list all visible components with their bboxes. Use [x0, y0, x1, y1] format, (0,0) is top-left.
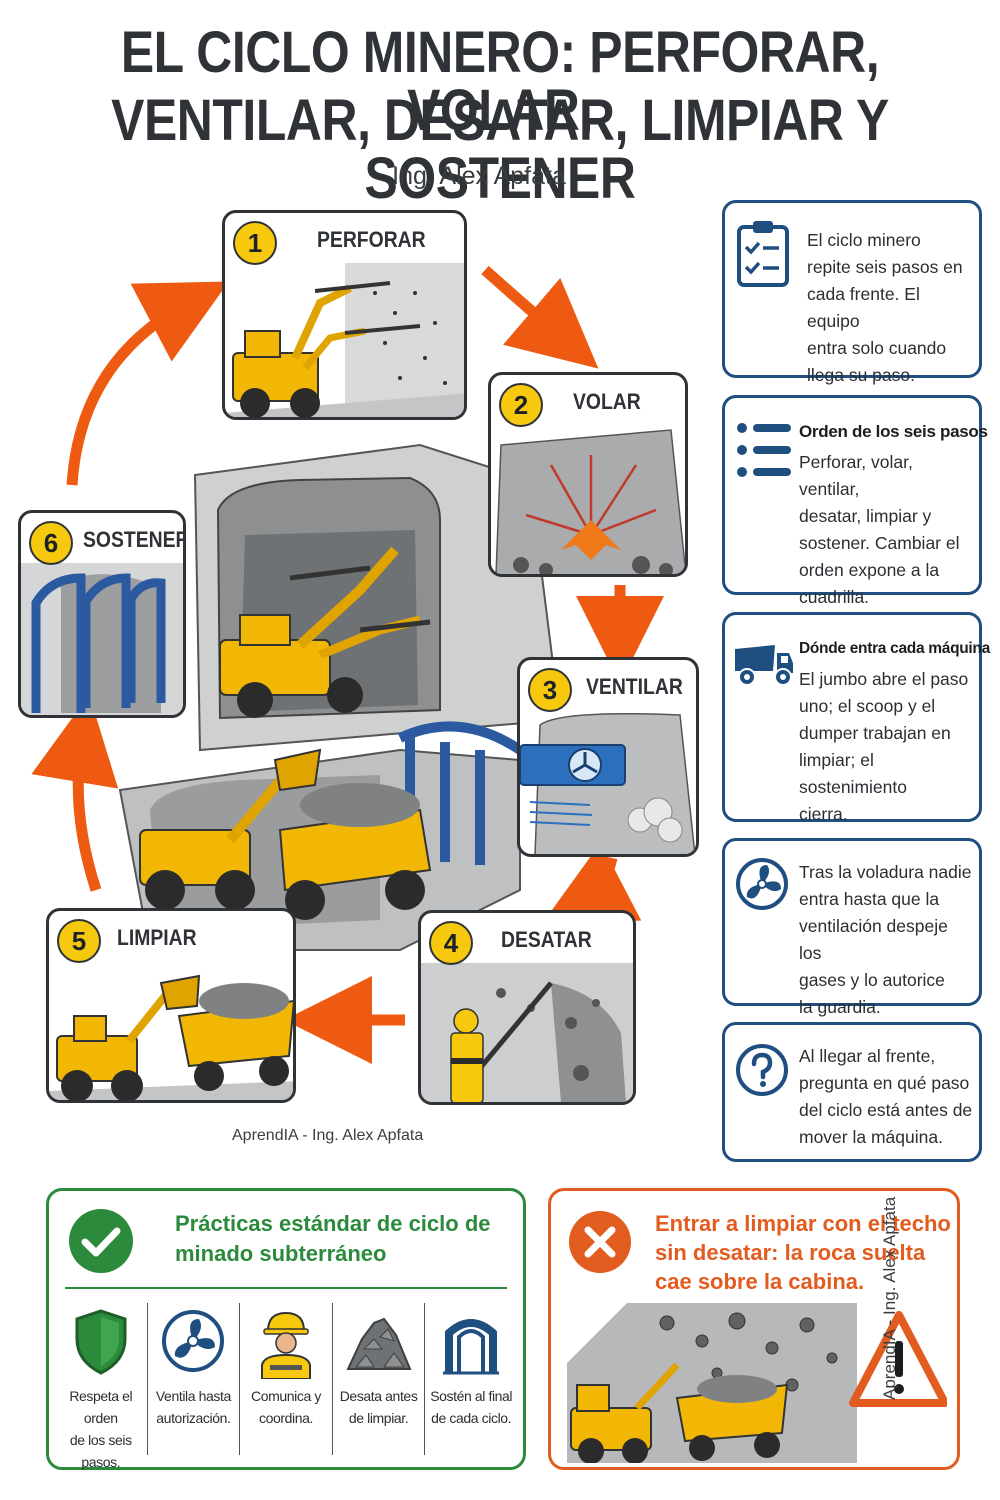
author: Ing. Alex Apfata: [392, 162, 566, 190]
worker-icon: [260, 1311, 311, 1379]
loader-and-truck: [139, 748, 432, 920]
support-arch-icon: [443, 1319, 500, 1375]
step-number-3: 3: [528, 668, 572, 712]
step-number-5: 5: [57, 919, 101, 963]
clipboard-checklist-icon: [737, 221, 789, 287]
ventilation-duct-icon: [520, 713, 696, 854]
step-label-volar: VOLAR: [573, 389, 641, 414]
list-icon: [737, 423, 791, 477]
fan-icon: [162, 1310, 225, 1372]
info-card-question-text: Al llegar al frente, pregunta en qué pas…: [799, 1046, 973, 1147]
blast-icon: [495, 429, 685, 574]
step-card-volar: 2 VOLAR: [488, 372, 688, 577]
good-practices-title: Prácticas estándar de ciclo de minado su…: [175, 1211, 491, 1266]
jumbo-drill-icon: [219, 546, 431, 718]
central-tunnel-illustration: [31, 265, 664, 1064]
rock-pile-icon: [346, 1317, 412, 1370]
step-number-2: 2: [499, 383, 543, 427]
info-card-ventilation: Tras la voladura nadie entra hasta que l…: [722, 838, 982, 1017]
step-number-6: 6: [29, 521, 73, 565]
step-label-perforar: PERFORAR: [317, 227, 426, 252]
bad-practice-title: Entrar a limpiar con el techo sin desata…: [655, 1211, 951, 1294]
info-card-machines-text: Dónde entra cada máquina El jumbo abre e…: [799, 640, 990, 824]
credit-text: AprendIA - Ing. Alex Apfata: [232, 1127, 424, 1144]
step-label-ventilar: VENTILAR: [586, 674, 683, 699]
x-icon: [569, 1211, 631, 1273]
scaling-worker-icon: [421, 963, 633, 1102]
bad-practice-panel: Entrar a limpiar con el techo sin desata…: [548, 1188, 960, 1470]
info-card-question: Al llegar al frente, pregunta en qué pas…: [722, 1022, 982, 1162]
fan-icon: [736, 858, 788, 910]
loader-truck-icon: [49, 974, 293, 1100]
step-number-1: 1: [233, 221, 277, 265]
info-card-order-text: Orden de los seis pasos Perforar, volar,…: [799, 422, 988, 607]
question-icon: [736, 1044, 788, 1096]
check-icon: [69, 1209, 133, 1273]
step-card-desatar: 4 DESATAR: [418, 910, 636, 1105]
good-practices-panel: Prácticas estándar de ciclo de minado su…: [46, 1188, 526, 1470]
step-label-desatar: DESATAR: [501, 927, 592, 952]
vertical-credit-text: AprendIA - Ing. Alex Apfata: [880, 1196, 899, 1400]
info-card-order: Orden de los seis pasos Perforar, volar,…: [722, 395, 988, 607]
info-card-cycle-text: El ciclo minero repite seis pasos en cad…: [807, 230, 963, 385]
shield-icon: [75, 1309, 127, 1375]
info-card-cycle: El ciclo minero repite seis pasos en cad…: [722, 200, 982, 385]
steel-arch-support-icon: [21, 563, 183, 715]
step-card-perforar: 1 PERFORAR: [222, 210, 467, 420]
step-number-4: 4: [429, 921, 473, 965]
falling-rock-scene: [567, 1303, 947, 1463]
info-card-machines: Dónde entra cada máquina El jumbo abre e…: [722, 612, 990, 824]
info-card-ventilation-text: Tras la voladura nadie entra hasta que l…: [799, 862, 972, 1017]
step-card-limpiar: 5 LIMPIAR: [46, 908, 296, 1103]
step-label-limpiar: LIMPIAR: [117, 925, 197, 950]
step-label-sostener: SOSTENER: [83, 527, 186, 552]
step-card-ventilar: 3 VENTILAR: [517, 657, 699, 857]
drill-jumbo-icon: [225, 263, 464, 417]
step-card-sostener: 6 SOSTENER: [18, 510, 186, 718]
dump-truck-icon: [735, 645, 793, 686]
page-title-line-1: EL CICLO MINERO: PERFORAR, VOLAR,: [120, 20, 880, 143]
page-title-line-2: VENTILAR, DESATAR, LIMPIAR Y SOSTENER: [111, 88, 889, 211]
divider: [65, 1287, 507, 1289]
